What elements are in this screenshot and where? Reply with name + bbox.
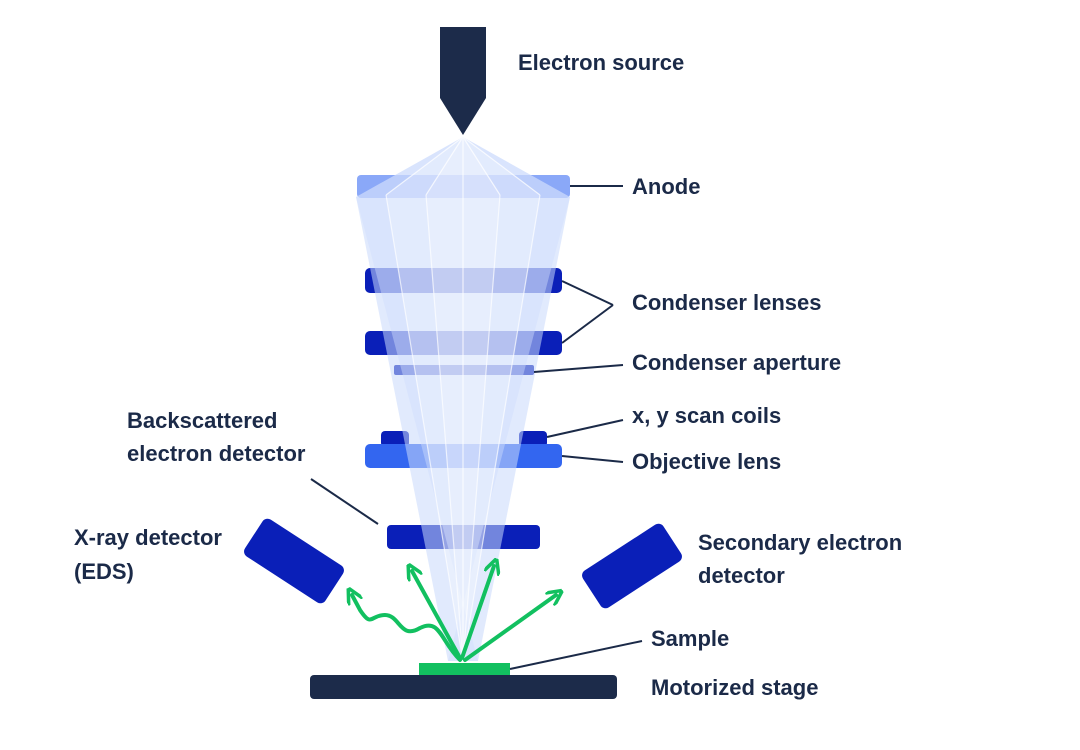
signal-arrows bbox=[352, 566, 556, 662]
secondary-electron-detector bbox=[582, 523, 682, 609]
xray-detector bbox=[244, 518, 344, 604]
label-secondary-line1: Secondary electron bbox=[698, 530, 902, 555]
scan-coil-left bbox=[381, 431, 409, 447]
label-sample: Sample bbox=[651, 626, 729, 651]
label-condenser-aperture: Condenser aperture bbox=[632, 350, 841, 375]
electron-beam bbox=[356, 136, 570, 663]
backscattered-arrow-right bbox=[460, 566, 494, 660]
label-secondary-line2: detector bbox=[698, 563, 785, 588]
label-objective-lens: Objective lens bbox=[632, 449, 781, 474]
label-condenser-lenses: Condenser lenses bbox=[632, 290, 822, 315]
label-motorized-stage: Motorized stage bbox=[651, 675, 818, 700]
motorized-stage bbox=[310, 675, 617, 699]
xray-signal-arrow bbox=[352, 595, 462, 662]
label-anode: Anode bbox=[632, 174, 700, 199]
secondary-signal-arrow bbox=[463, 595, 556, 662]
label-backscattered-line2: electron detector bbox=[127, 441, 306, 466]
label-electron-source: Electron source bbox=[518, 50, 684, 75]
backscattered-arrow-left bbox=[412, 571, 462, 660]
label-xray-line2: (EDS) bbox=[74, 559, 134, 584]
sample bbox=[419, 663, 510, 675]
scan-coil-right bbox=[519, 431, 547, 447]
label-xray-line1: X-ray detector bbox=[74, 525, 222, 550]
electron-source bbox=[440, 27, 486, 135]
label-backscattered-line1: Backscattered bbox=[127, 408, 277, 433]
leader-lines bbox=[310, 185, 643, 670]
label-scan-coils: x, y scan coils bbox=[632, 403, 781, 428]
